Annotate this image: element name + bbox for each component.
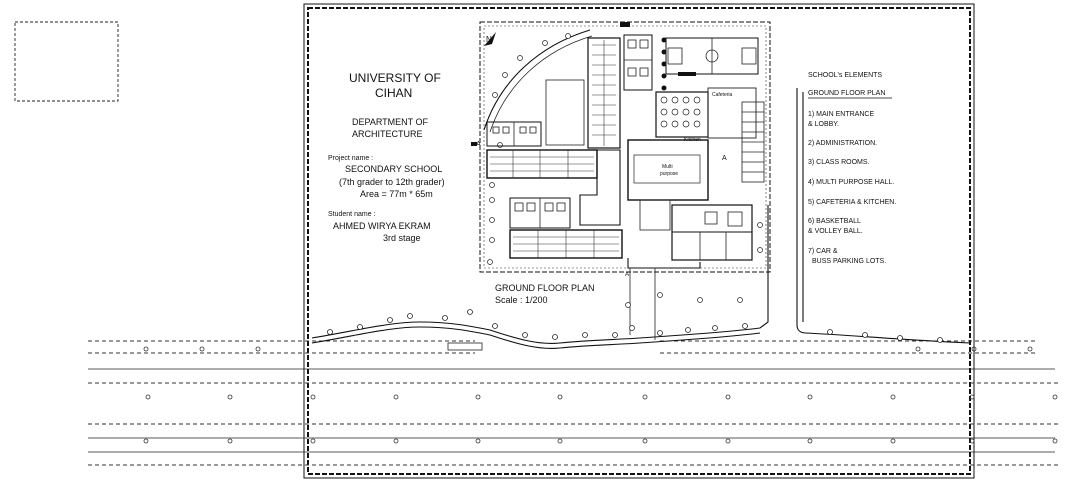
student-stage: 3rd stage: [383, 233, 421, 243]
site-boundary: [311, 88, 971, 349]
plan-caption-scale: Scale : 1/200: [495, 295, 548, 305]
legend-item-1b: & LOBBY.: [808, 121, 839, 128]
section-mark-left: A: [476, 141, 481, 148]
north-arrow-icon: N: [484, 32, 496, 46]
road-trees: [143, 346, 1058, 444]
legend-subheading: GROUND FLOOR PLAN: [808, 90, 885, 97]
legend-item-2: 2) ADMINISTRATION.: [808, 140, 877, 147]
multi-label-1: Multi: [662, 164, 673, 170]
plan-caption: GROUND FLOOR PLAN Scale : 1/200: [495, 283, 595, 305]
legend-heading: SCHOOL's ELEMENTS: [808, 72, 882, 79]
university-title-line1: UNIVERSITY OF: [349, 71, 441, 85]
plan-caption-title: GROUND FLOOR PLAN: [495, 283, 595, 293]
legend: SCHOOL's ELEMENTS GROUND FLOOR PLAN 1) M…: [808, 72, 896, 265]
student-name: AHMED WIRYA EKRAM: [333, 221, 431, 231]
legend-item-3: 3) CLASS ROOMS.: [808, 159, 870, 166]
university-title-line2: CIHAN: [375, 86, 412, 100]
legend-item-1: 1) MAIN ENTRANCE: [808, 111, 874, 118]
boundary-trees: [327, 309, 943, 343]
student-label: Student name :: [328, 211, 376, 218]
section-mark-right: A: [722, 155, 727, 162]
legend-item-7b: BUSS PARKING LOTS.: [812, 258, 886, 265]
legend-item-7: 7) CAR &: [808, 248, 838, 255]
site-plan: Cafeteria Kitchen: [471, 21, 771, 340]
legend-item-6: 6) BASKETBALL: [808, 218, 861, 225]
legend-item-6b: & VOLLEY BALL.: [808, 228, 863, 235]
title-block: UNIVERSITY OF CIHAN DEPARTMENT OF ARCHIT…: [328, 71, 445, 243]
legend-item-4: 4) MULTI PURPOSE HALL.: [808, 179, 894, 186]
department-line1: DEPARTMENT OF: [352, 117, 429, 127]
legend-item-5: 5) CAFETERIA & KITCHEN.: [808, 199, 896, 206]
road-lines: [88, 340, 1060, 466]
sheet-frame: [303, 3, 975, 479]
multi-label-2: purpose: [660, 171, 678, 177]
svg-text:N: N: [486, 35, 492, 44]
empty-viewport-box: [14, 21, 119, 102]
cafeteria-label: Cafeteria: [712, 92, 733, 98]
project-grades: (7th grader to 12th grader): [339, 177, 445, 187]
bus-stop: [447, 342, 483, 351]
department-line2: ARCHITECTURE: [352, 129, 423, 139]
project-label: Project name :: [328, 155, 373, 162]
project-area: Area = 77m * 65m: [360, 189, 433, 199]
section-mark-bottom: A: [625, 272, 629, 278]
project-name: SECONDARY SCHOOL: [345, 164, 442, 174]
